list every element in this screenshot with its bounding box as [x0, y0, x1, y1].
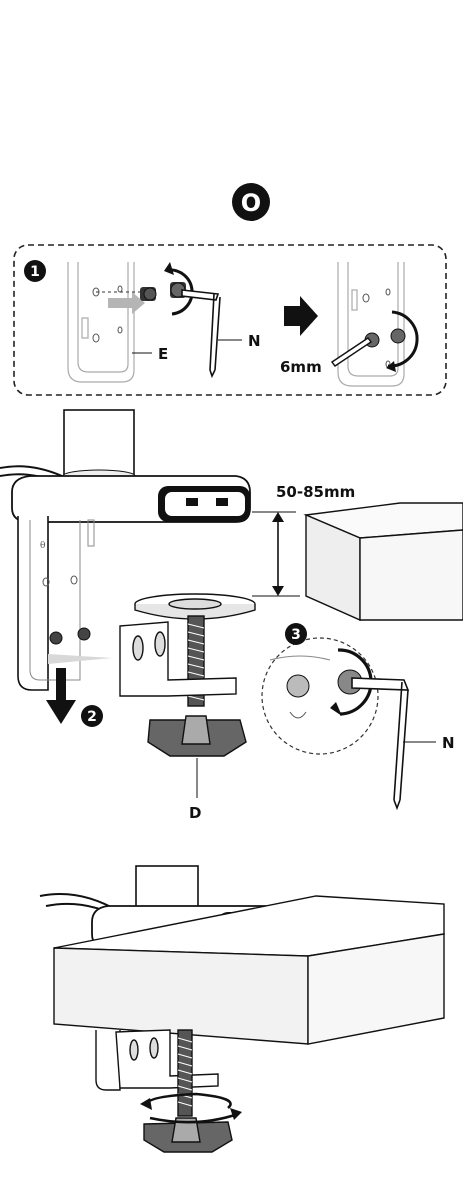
desk-block	[303, 502, 463, 622]
allen-key-icon	[330, 337, 373, 367]
desk-thickness-range: 50-85mm	[276, 483, 355, 501]
step3-detail: 3 N	[261, 623, 455, 811]
step1-badge: 1	[24, 260, 46, 282]
step3-badge: 3	[285, 623, 307, 645]
usb-port-icon	[186, 498, 198, 506]
installed-clamp	[95, 1029, 233, 1153]
next-arrow-icon	[284, 296, 318, 336]
screw-icon	[140, 287, 157, 301]
step2-badge: 2	[81, 705, 103, 727]
insert-arrow-icon	[108, 292, 145, 314]
clamp-drawing	[119, 593, 256, 757]
svg-text:θ: θ	[40, 541, 45, 551]
step-badge: O	[232, 183, 270, 221]
step-badge-letter: O	[241, 189, 261, 217]
svg-text:1: 1	[30, 264, 40, 280]
step1-panel: 1	[13, 244, 447, 396]
label-E: E	[158, 345, 168, 363]
label-6mm: 6mm	[280, 358, 322, 376]
rotate-arrow-icon	[386, 310, 419, 372]
allen-key-icon	[181, 289, 221, 379]
rotate-arrow-icon	[164, 262, 194, 316]
desk-top	[53, 895, 445, 1045]
svg-text:2: 2	[87, 709, 97, 725]
screw-icon	[390, 328, 406, 344]
screw-icon	[286, 674, 310, 698]
plate-E-drawing	[67, 262, 135, 383]
rotate-arrow-icon	[140, 1092, 242, 1124]
step2-assembly: θ 2 50-85mm	[0, 409, 463, 822]
label-N-step1: N	[248, 332, 261, 350]
allen-key-icon	[351, 677, 410, 811]
label-N-step3: N	[442, 734, 455, 752]
usb-port-icon	[216, 498, 228, 506]
screw-icon	[77, 627, 91, 641]
final-installed-view	[39, 865, 445, 1153]
svg-text:3: 3	[291, 627, 301, 643]
down-arrow-icon	[46, 668, 76, 724]
screw-icon	[49, 631, 63, 645]
label-D: D	[189, 804, 201, 822]
